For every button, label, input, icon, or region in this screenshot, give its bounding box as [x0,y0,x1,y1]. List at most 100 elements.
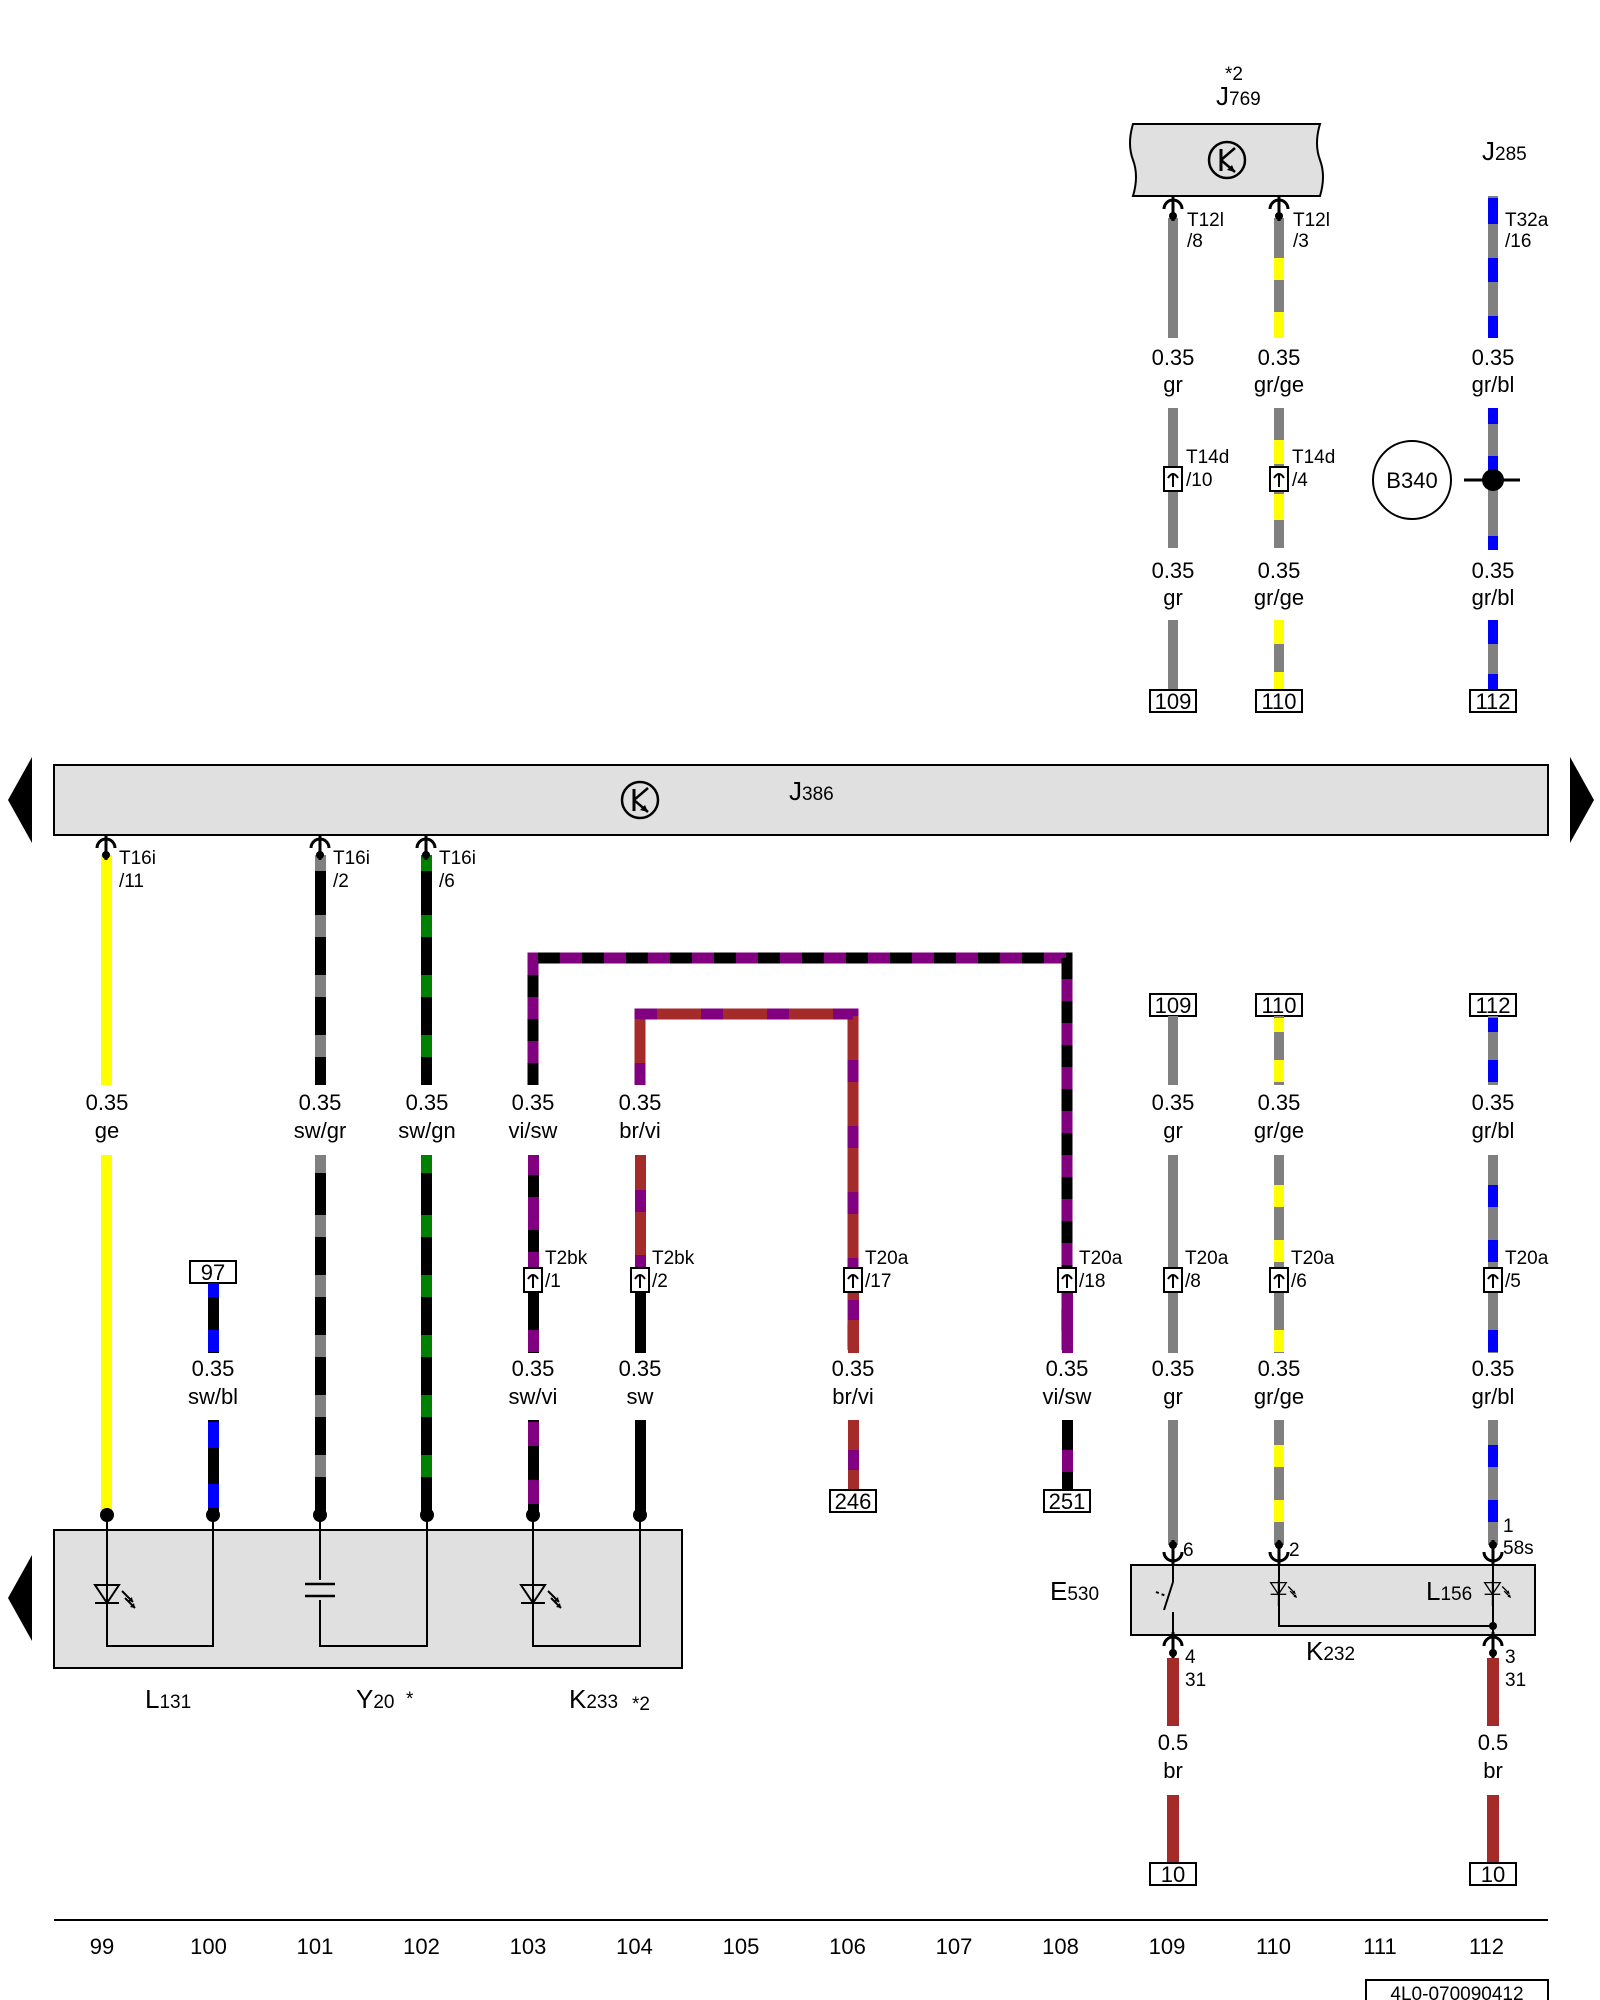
wire-gauge: 0.35 [299,1090,342,1115]
doc-id: 4L0-070090412 [1390,1984,1523,2000]
pin-icon [1162,1540,1184,1566]
conn-t14d-10-pin: /10 [1186,470,1212,491]
wire-ge [101,855,112,1515]
wire-sw [635,1293,646,1515]
conn-t20a-8-pin: /8 [1185,1271,1201,1292]
ref-box-10-left[interactable] [1149,1862,1197,1886]
e530-pin-4: 4 [1185,1647,1196,1668]
page-arrow-left-icon[interactable] [8,757,32,843]
ref-246[interactable]: 246 [835,1489,872,1514]
wire-gauge: 0.35 [619,1090,662,1115]
connector-icon [1057,1267,1077,1293]
ref-109[interactable]: 109 [1155,689,1192,714]
conn-t20a-6-pin: /6 [1291,1271,1307,1292]
wire-br-ground-109 [1167,1658,1179,1863]
doc-id-box [1365,1979,1549,2000]
pin-t12l-8-num: /8 [1187,231,1203,252]
k233-note: *2 [632,1694,650,1715]
pin-icon [1482,1540,1504,1566]
wire-color: gr/ge [1254,1118,1304,1143]
column-number: 99 [90,1934,114,1959]
conn-t2bk-2: T2bk [652,1248,695,1269]
k232-label: K232 [1306,1636,1355,1666]
pin-t12l-3-num: /3 [1293,231,1309,252]
wire-color: gr [1163,1384,1183,1409]
conn-t2bk-2-pin: /2 [652,1271,668,1292]
wire-gauge: 0.35 [1152,1090,1195,1115]
wire-br-vi-loop [634,1008,859,1350]
wire-color: gr/bl [1472,1384,1515,1409]
conn-t14d-10: T14d [1186,447,1229,468]
ref-box-251[interactable] [1043,1489,1091,1513]
conn-t20a-18-pin: /18 [1079,1271,1105,1292]
wire-j769-3-to-110 [1274,218,1284,690]
pin-t16i-6-num: /6 [439,871,455,892]
wire-color: gr [1163,585,1183,610]
j769-label: J769 [1216,81,1261,111]
column-number: 112 [1469,1934,1504,1959]
wire-color: gr/ge [1254,1384,1304,1409]
wire-br-vi-loop-stripe [634,1008,859,1350]
wire-gauge: 0.35 [512,1356,555,1381]
e530-pin-2: 2 [1289,1540,1300,1561]
b340-circle [1372,440,1452,520]
wire-gauge: 0.5 [1478,1730,1509,1755]
ref-110-lower[interactable]: 110 [1261,993,1296,1018]
ref-110[interactable]: 110 [1261,689,1296,714]
ref-97[interactable]: 97 [201,1260,225,1285]
ref-109-lower[interactable]: 109 [1155,993,1192,1018]
wire-sw-vi [528,1293,539,1515]
ref-box-112[interactable] [1469,689,1517,713]
wire-color: br/vi [619,1118,661,1143]
connector-icon [1163,1267,1183,1293]
wire-color: ge [95,1118,119,1143]
conn-t14d-4: T14d [1292,447,1335,468]
wire-color: br [1483,1758,1503,1783]
ref-box-110[interactable] [1255,689,1303,713]
pin-icon [1268,1540,1290,1566]
page-arrow-right-icon[interactable] [1570,757,1594,843]
connector-icon [1483,1267,1503,1293]
wire-gauge: 0.35 [832,1356,875,1381]
l131-y20-k233-housing [53,1529,683,1669]
pin-icon [1268,195,1290,221]
wire-color: vi/sw [1043,1384,1092,1409]
node-dots [100,1508,647,1522]
ref-10[interactable]: 10 [1481,1862,1505,1887]
wire-color: gr/ge [1254,372,1304,397]
ref-box-246[interactable] [829,1489,877,1513]
conn-t20a-8: T20a [1185,1248,1229,1269]
column-number: 107 [936,1934,973,1959]
e530-housing [1130,1564,1536,1636]
conn-t2bk-1-pin: /1 [545,1271,561,1292]
page-arrow-left-icon[interactable] [8,1555,32,1641]
y20-note: * [406,1689,414,1710]
wire-gauge: 0.35 [192,1356,235,1381]
wire-gauge: 0.35 [512,1090,555,1115]
ref-box-10-right[interactable] [1469,1862,1517,1886]
pin-icon [415,834,437,860]
wire-color: sw [627,1384,654,1409]
column-number: 105 [723,1934,760,1959]
ref-251[interactable]: 251 [1049,1489,1086,1514]
column-number: 103 [510,1934,547,1959]
pin-t32a-16-conn: T32a [1505,210,1549,231]
conn-t2bk-1: T2bk [545,1248,588,1269]
wire-color: sw/bl [188,1384,238,1409]
pin-t32a-16-num: /16 [1505,231,1531,252]
column-number: 102 [403,1934,440,1959]
connector-icon [1163,466,1183,492]
connector-icon [630,1267,650,1293]
wire-gr-bl-112 [1488,1016,1498,1545]
k233-label: K233 [569,1684,618,1714]
wire-color: gr/ge [1254,585,1304,610]
wire-sw-bl [208,1283,219,1515]
ref-112-lower[interactable]: 112 [1475,993,1510,1018]
connector-icon [1269,466,1289,492]
ref-112[interactable]: 112 [1475,689,1510,714]
wire-color: br [1163,1758,1183,1783]
ref-box-109[interactable] [1149,689,1197,713]
ref-10[interactable]: 10 [1161,1862,1185,1887]
wire-gauge: 0.35 [1152,1356,1195,1381]
